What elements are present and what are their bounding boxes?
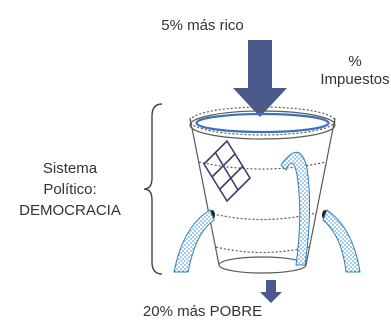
- tax-symbol: %: [348, 53, 362, 70]
- system-brace: [143, 103, 163, 275]
- system-line-2: Político:: [43, 181, 97, 198]
- tax-label: % Impuestos: [319, 53, 391, 89]
- top-arrow: [233, 40, 287, 117]
- system-line-1: Sistema: [42, 160, 98, 177]
- leak-holes: [209, 210, 328, 220]
- system-label: Sistema Político: DEMOCRACIA: [0, 158, 140, 221]
- bottom-arrow: [260, 280, 282, 303]
- leak-streams: [173, 151, 361, 273]
- top-label: 5% más rico: [161, 17, 244, 34]
- tax-word: Impuestos: [320, 71, 390, 88]
- bottom-label: 20% más POBRE: [142, 303, 263, 320]
- water-surface: [195, 112, 330, 134]
- system-line-3: DEMOCRACIA: [19, 202, 121, 219]
- patch: [202, 139, 252, 203]
